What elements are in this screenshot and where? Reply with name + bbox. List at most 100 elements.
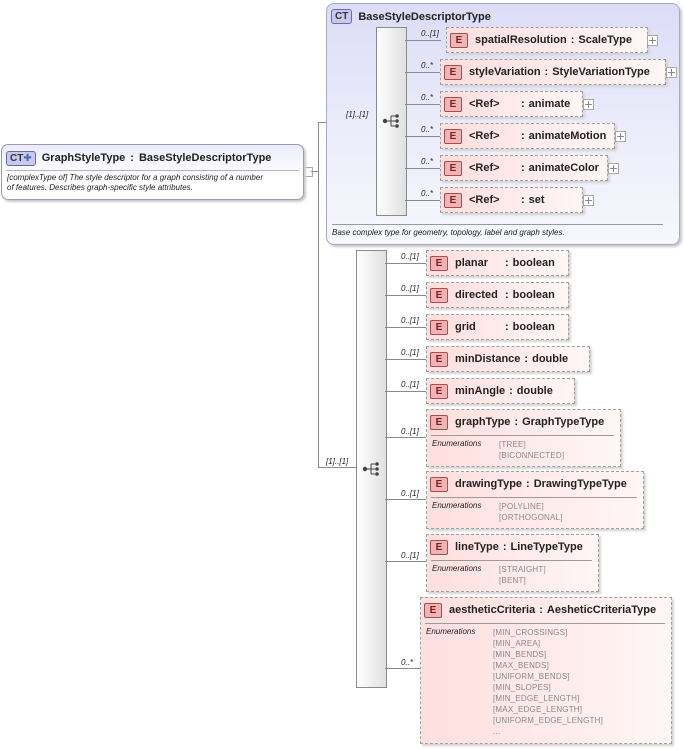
element-type: boolean bbox=[512, 321, 555, 333]
type-separator: : bbox=[521, 130, 525, 142]
element-name: grid bbox=[455, 321, 476, 333]
separator bbox=[431, 435, 614, 436]
element-graph-type[interactable]: E graphType : GraphTypeType Enumerations… bbox=[426, 409, 621, 467]
enum-value: [UNIFORM_BENDS] bbox=[493, 672, 570, 681]
base-type-badge: CT bbox=[331, 9, 353, 24]
element-min-distance[interactable]: E minDistance : double bbox=[426, 346, 590, 372]
connector-box bbox=[303, 167, 313, 177]
expand-icon[interactable] bbox=[647, 35, 658, 46]
element-name: spatialResolution bbox=[475, 34, 567, 46]
element-cardinality: 0..* bbox=[401, 658, 414, 667]
complex-type-badge: CT✚ bbox=[6, 150, 36, 166]
element-type: set bbox=[528, 194, 545, 206]
element-aesthetic-criteria[interactable]: E aestheticCriteria : AesheticCriteriaTy… bbox=[420, 597, 672, 744]
doc-line-2: of features. Describes graph-specific st… bbox=[7, 183, 193, 192]
enum-value: [TREE] bbox=[499, 440, 526, 449]
enum-value: [UNIFORM_EDGE_LENGTH] bbox=[493, 716, 603, 725]
element-badge: E bbox=[444, 64, 462, 80]
expand-icon[interactable] bbox=[666, 67, 677, 78]
element-ref: <Ref> bbox=[469, 98, 500, 110]
separator bbox=[431, 497, 637, 498]
type-separator: : bbox=[544, 66, 549, 78]
enum-value: [MIN_EDGE_LENGTH] bbox=[493, 694, 580, 703]
element-directed[interactable]: E directed : boolean bbox=[426, 282, 569, 308]
enum-value: [BICONNECTED] bbox=[499, 451, 565, 460]
element-type: boolean bbox=[512, 257, 555, 269]
enum-value: [ORTHOGONAL] bbox=[499, 513, 563, 522]
connector bbox=[385, 359, 427, 360]
complex-type-doc: [complexType of] The style descriptor fo… bbox=[7, 173, 299, 193]
element-name: graphType bbox=[455, 416, 511, 428]
separator bbox=[6, 170, 299, 171]
base-sequence-compositor[interactable] bbox=[376, 27, 407, 216]
type-separator: : bbox=[505, 321, 509, 333]
element-cardinality: 0..[1] bbox=[401, 427, 419, 436]
complex-type-badge-text: CT bbox=[10, 152, 24, 164]
element-type: animateColor bbox=[528, 162, 599, 174]
enum-value: [POLYLINE] bbox=[499, 502, 544, 511]
type-separator: : bbox=[505, 257, 509, 269]
element-cardinality: 0..[1] bbox=[401, 551, 419, 560]
enumerations-label: Enumerations bbox=[432, 501, 482, 510]
complex-type-base: BaseStyleDescriptorType bbox=[138, 152, 272, 164]
element-badge: E bbox=[430, 319, 448, 335]
connector bbox=[318, 122, 319, 467]
separator bbox=[431, 560, 592, 561]
element-type: animateMotion bbox=[528, 130, 607, 142]
element-drawing-type[interactable]: E drawingType : DrawingTypeType Enumerat… bbox=[426, 471, 644, 529]
element-style-variation[interactable]: E styleVariation : StyleVariationType bbox=[440, 59, 666, 85]
element-ref-animate[interactable]: E <Ref> : animate bbox=[440, 91, 583, 117]
element-grid[interactable]: E grid : boolean bbox=[426, 314, 569, 340]
element-badge: E bbox=[430, 287, 448, 303]
element-cardinality: 0..[1] bbox=[421, 29, 439, 38]
connector bbox=[385, 499, 427, 500]
element-ref: <Ref> bbox=[469, 194, 500, 206]
element-cardinality: 0..* bbox=[421, 125, 434, 134]
element-type: animate bbox=[528, 98, 571, 110]
element-ref: <Ref> bbox=[469, 162, 500, 174]
graph-sequence-compositor[interactable] bbox=[356, 250, 387, 688]
element-ref-animate-motion[interactable]: E <Ref> : animateMotion bbox=[440, 123, 615, 149]
expand-icon[interactable] bbox=[615, 131, 626, 142]
element-ref-animate-color[interactable]: E <Ref> : animateColor bbox=[440, 155, 608, 181]
element-ref-set[interactable]: E <Ref> : set bbox=[440, 187, 583, 213]
connector bbox=[385, 295, 427, 296]
element-min-angle[interactable]: E minAngle : double bbox=[426, 378, 575, 404]
element-cardinality: 0..[1] bbox=[401, 284, 419, 293]
complex-type-box[interactable]: CT✚ GraphStyleType : BaseStyleDescriptor… bbox=[1, 144, 304, 200]
expand-icon[interactable] bbox=[583, 195, 594, 206]
element-line-type[interactable]: E lineType : LineTypeType Enumerations [… bbox=[426, 534, 599, 592]
element-badge: E bbox=[430, 255, 448, 271]
element-badge: E bbox=[430, 476, 448, 492]
type-separator: : bbox=[539, 604, 543, 616]
enum-value: [MIN_BENDS] bbox=[493, 650, 547, 659]
element-cardinality: 0..* bbox=[421, 189, 434, 198]
connector bbox=[385, 561, 427, 562]
base-sequence-cardinality: [1]..[1] bbox=[346, 110, 369, 119]
type-separator: : bbox=[502, 541, 507, 553]
element-badge: E bbox=[430, 383, 448, 399]
expand-icon[interactable] bbox=[608, 163, 619, 174]
element-name: aestheticCriteria bbox=[449, 604, 536, 616]
type-separator: : bbox=[524, 353, 529, 365]
enumerations-list: [MIN_CROSSINGS] [MIN_AREA] [MIN_BENDS] [… bbox=[493, 627, 603, 737]
element-name: lineType bbox=[455, 541, 499, 553]
separator bbox=[425, 623, 665, 624]
expand-icon[interactable] bbox=[583, 99, 594, 110]
doc-line-1: The style descriptor for a graph consist… bbox=[67, 173, 263, 182]
type-separator: : bbox=[514, 416, 519, 428]
element-spatial-resolution[interactable]: E spatialResolution : ScaleType bbox=[446, 27, 648, 53]
element-name: minAngle bbox=[455, 385, 506, 397]
connector bbox=[385, 391, 427, 392]
enum-value: [MAX_BENDS] bbox=[493, 661, 549, 670]
element-planar[interactable]: E planar : boolean bbox=[426, 250, 569, 276]
element-cardinality: 0..[1] bbox=[401, 252, 419, 261]
enum-value: [MIN_CROSSINGS] bbox=[493, 628, 568, 637]
element-cardinality: 0..[1] bbox=[401, 348, 419, 357]
type-separator: : bbox=[505, 289, 509, 301]
element-type: boolean bbox=[512, 289, 555, 301]
element-type: DrawingTypeType bbox=[533, 478, 627, 490]
connector bbox=[318, 467, 356, 468]
element-name: minDistance bbox=[455, 353, 521, 365]
element-name: planar bbox=[455, 257, 489, 269]
